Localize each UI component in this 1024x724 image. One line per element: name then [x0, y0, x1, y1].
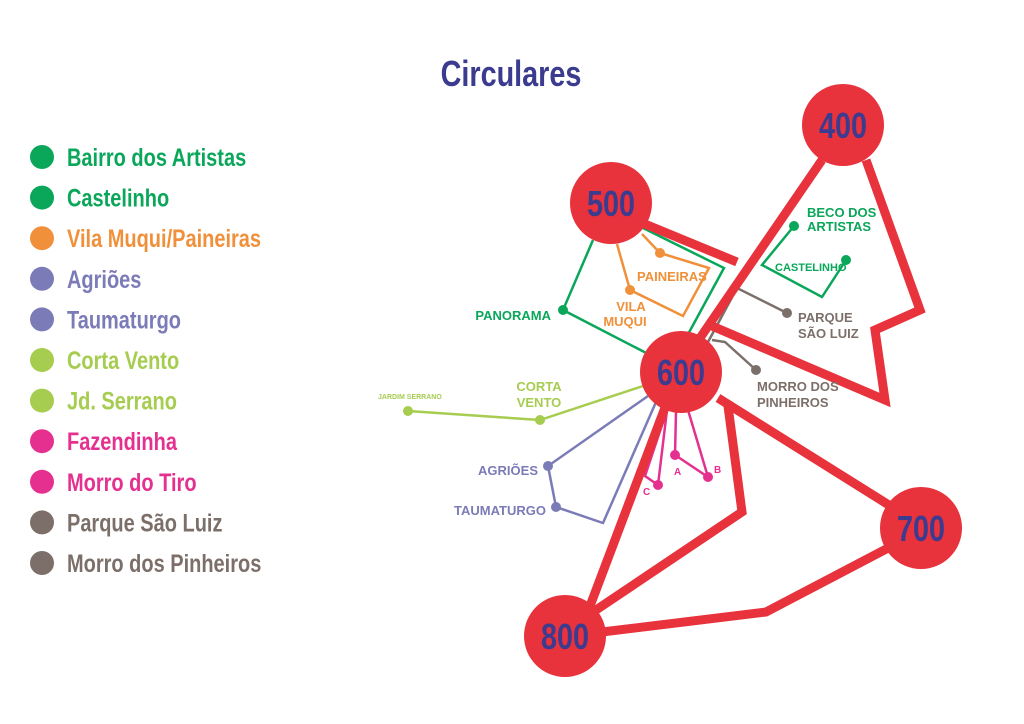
label-panorama: PANORAMA: [475, 308, 551, 323]
legend-dot-icon: [30, 510, 54, 535]
trunk-600-700: [715, 394, 903, 516]
route-panorama: [561, 239, 653, 358]
hub-600: 600: [640, 331, 722, 413]
stop-dots: [403, 221, 851, 512]
legend-dot-icon: [30, 226, 54, 251]
label-corta: CORTA: [516, 379, 562, 394]
legend-item: Vila Muqui/Paineiras: [30, 225, 261, 253]
legend-item: Morro do Tiro: [30, 469, 197, 497]
label-taumaturgo: TAUMATURGO: [454, 503, 546, 518]
legend-label: Bairro dos Artistas: [67, 144, 246, 172]
label-vila: VILA: [616, 299, 646, 314]
stop-c: [653, 480, 663, 490]
label-beco-2: ARTISTAS: [807, 219, 871, 234]
trunk-400-loop: [710, 158, 926, 408]
svg-text:400: 400: [819, 105, 867, 146]
legend-dot-icon: [30, 307, 54, 332]
label-castelinho: CASTELINHO: [775, 262, 847, 274]
trunk-400-600: [696, 157, 826, 341]
legend-item: Taumaturgo: [30, 306, 181, 334]
legend-dot-icon: [30, 551, 54, 575]
label-a: A: [674, 467, 681, 478]
label-parque: PARQUE: [798, 310, 853, 325]
svg-text:700: 700: [897, 508, 945, 549]
legend-dot-icon: [30, 469, 54, 494]
svg-text:500: 500: [587, 183, 635, 224]
route-morro-pinheiros: [711, 338, 757, 371]
page-title: Circulares: [441, 53, 582, 94]
legend-item: Corta Vento: [30, 347, 179, 375]
label-paineiras: PAINEIRAS: [637, 269, 707, 284]
trunk-800-700: [601, 542, 895, 637]
legend-label: Taumaturgo: [67, 306, 181, 334]
label-muqui: MUQUI: [603, 314, 646, 329]
stop-jardim-serrano: [403, 406, 413, 416]
label-c: C: [643, 487, 650, 498]
stop-beco-artistas: [789, 221, 799, 231]
legend-label: Corta Vento: [67, 347, 179, 375]
label-b: B: [714, 465, 721, 476]
label-jardim-serrano: JARDIM SERRANO: [378, 394, 442, 401]
label-pinheiros: PINHEIROS: [757, 395, 829, 410]
stop-panorama: [558, 305, 568, 315]
legend-dot-icon: [30, 266, 54, 291]
legend-item: Fazendinha: [30, 428, 177, 456]
legend-item: Bairro dos Artistas: [30, 144, 246, 172]
stop-vila-muqui: [625, 285, 635, 295]
legend-dot-icon: [30, 348, 54, 372]
legend-label: Morro do Tiro: [67, 469, 197, 497]
legend-dot-icon: [30, 185, 54, 210]
hub-700: 700: [880, 487, 962, 569]
label-sao-luiz: SÃO LUIZ: [798, 326, 859, 341]
stop-corta-vento: [535, 415, 545, 425]
svg-text:800: 800: [541, 616, 589, 657]
stop-a: [670, 450, 680, 460]
label-beco-1: BECO DOS: [807, 205, 877, 220]
legend-label: Parque São Luiz: [67, 509, 223, 537]
legend-item: Castelinho: [30, 185, 169, 213]
legend-item: Jd. Serrano: [30, 388, 177, 416]
svg-text:600: 600: [657, 352, 705, 393]
stop-parque-sao-luiz: [782, 308, 792, 318]
legend-label: Jd. Serrano: [67, 388, 177, 416]
label-morro: MORRO DOS: [757, 379, 839, 394]
trunk-600-800-loop: [593, 405, 747, 614]
label-vento: VENTO: [517, 395, 562, 410]
legend-label: Morro dos Pinheiros: [67, 550, 261, 578]
hub-800: 800: [524, 595, 606, 677]
trunk-600-800: [585, 403, 671, 608]
route-agrioes-taumaturgo: [546, 394, 658, 525]
legend-dot-icon: [30, 388, 54, 413]
stop-taumaturgo: [551, 502, 561, 512]
stop-paineiras: [655, 248, 665, 258]
stop-labels: BECO DOS ARTISTAS CASTELINHO PAINEIRAS V…: [378, 205, 877, 518]
legend-dot-icon: [30, 145, 54, 169]
stop-agrioes: [543, 461, 553, 471]
legend-label: Fazendinha: [67, 428, 177, 456]
label-agrioes: AGRIÕES: [478, 463, 538, 478]
legend-item: Morro dos Pinheiros: [30, 550, 261, 578]
legend-label: Castelinho: [67, 185, 169, 213]
route-bairro-artistas: [642, 226, 726, 339]
legend-dot-icon: [30, 429, 54, 454]
stop-castelinho: [841, 255, 851, 265]
route-fazendinha-ab: [673, 409, 711, 480]
route-castelinho: [760, 225, 848, 299]
legend-label: Vila Muqui/Paineiras: [67, 225, 261, 253]
trunk-500-600: [638, 217, 739, 267]
legend-label: Agriões: [67, 266, 141, 294]
hub-400: 400: [802, 84, 884, 166]
legend-item: Parque São Luiz: [30, 509, 223, 537]
stop-b: [703, 472, 713, 482]
stop-morro-pinheiros: [751, 365, 761, 375]
legend-item: Agriões: [30, 266, 141, 294]
hub-500: 500: [570, 162, 652, 244]
